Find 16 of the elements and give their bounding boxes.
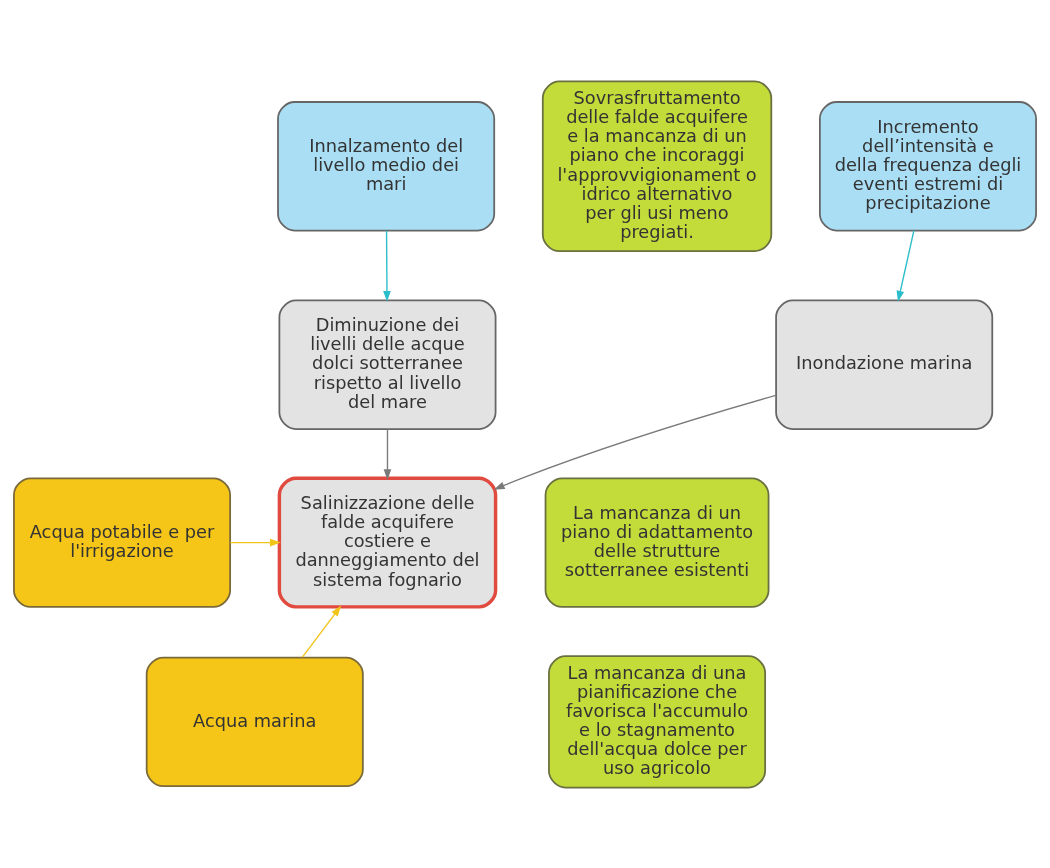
node-box: Sovrasfruttamento delle falde acquifere e la mancanza di un piano che incoraggi l'approvvigionament o idrico alternativo per gli usi meno pregiati.: [541, 80, 773, 252]
arrow: [896, 229, 915, 302]
node-box: Incremento dell’intensità e della frequenza degli eventi estremi di precipitazione: [819, 100, 1037, 231]
node-box: Diminuzione dei livelli delle acque dolci sotterranee rispetto al livello del mare: [278, 299, 497, 430]
node-box: Acqua potabile e per l'irrigazione: [13, 476, 231, 608]
node-box: Innalzamento del livello medio dei mari: [277, 100, 496, 231]
arrow: [383, 428, 392, 480]
arrow: [229, 538, 281, 546]
arrow: [301, 605, 342, 658]
arrow: [383, 229, 391, 302]
node-box: Inondazione marina: [775, 299, 994, 430]
node-box: La mancanza di una pianificazione che favorisca l'accumulo e lo stagnamento dell'acqua dolce per uso agricolo: [548, 654, 767, 788]
node-box: La mancanza di un piano di adattamento delle strutture sotterranee esistenti: [544, 476, 770, 608]
node-box: Acqua marina: [145, 656, 364, 787]
node-box: Salinizzazione delle falde acquifere costiere e danneggiamento del sistema fognario: [277, 476, 498, 609]
arrow: [493, 394, 777, 490]
